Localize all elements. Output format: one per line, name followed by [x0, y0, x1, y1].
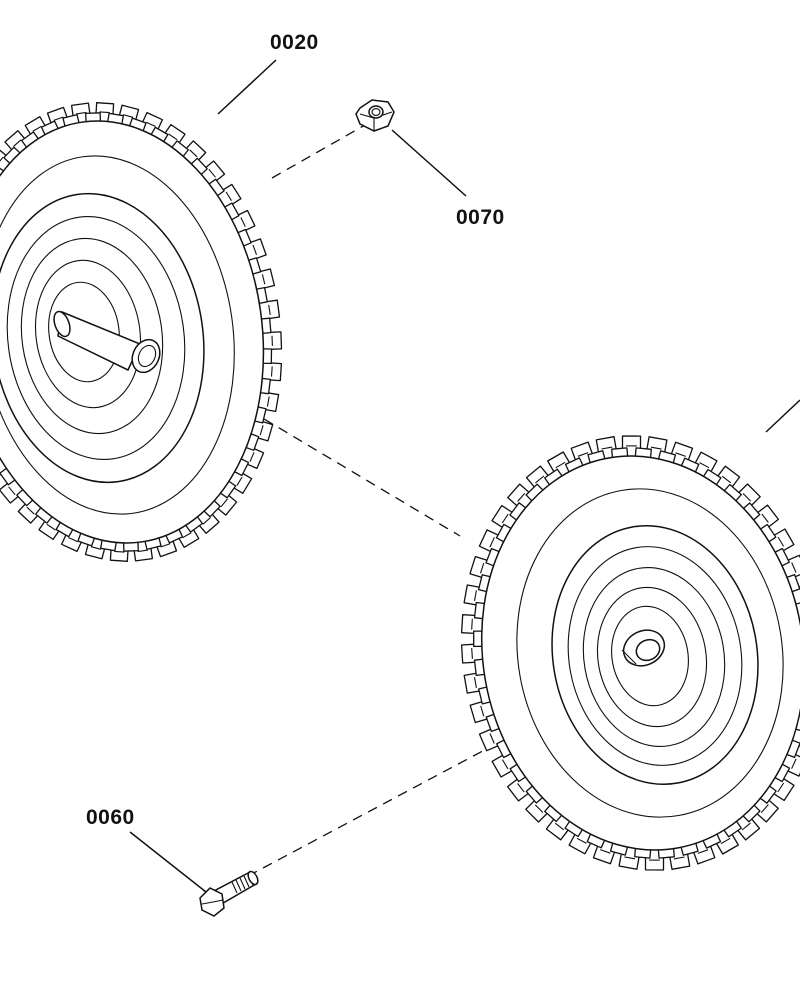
wheel-assembly-upper	[0, 102, 283, 562]
tread-lug-edge	[480, 705, 485, 717]
tread-lug-edge	[555, 461, 566, 469]
tread-lug-edge	[266, 396, 270, 407]
tire-bead-lower	[516, 488, 784, 818]
callout-0070: 0070	[456, 206, 505, 229]
tread-lug-edge	[721, 475, 732, 484]
leader-0070	[391, 129, 467, 197]
tread-lug-edge	[236, 476, 243, 486]
tread-lug-edge	[160, 543, 171, 548]
tread-lug-edge	[13, 139, 22, 147]
tread-lug-edge	[99, 111, 110, 114]
tread-lug-edge	[760, 804, 769, 813]
rim-upper	[0, 192, 205, 484]
tread-lug-edge	[741, 822, 751, 831]
hub-lower	[622, 629, 666, 667]
tread-lug-edge	[697, 849, 709, 854]
rim-ring-lower-3	[596, 586, 708, 728]
axle-upper	[53, 310, 161, 374]
tread-lug-edge	[261, 274, 266, 285]
hub-bore-lower	[635, 638, 661, 662]
tread-lug-edge	[517, 783, 525, 793]
tread-lug-edge	[182, 532, 192, 539]
tread-lug-edge	[208, 168, 216, 178]
rim-ring-lower-2	[582, 566, 726, 748]
tread-lug-edge	[8, 486, 16, 496]
tread-lug-edge	[473, 677, 477, 688]
leader-lower-wheel	[765, 399, 800, 433]
tread-lug-edge	[90, 546, 102, 550]
tread-lug-edge	[501, 513, 509, 524]
hex-bolt	[199, 870, 259, 917]
tread-lug-edge	[137, 549, 148, 553]
tread-lug-edge	[650, 446, 662, 450]
tread-lug-edge	[777, 782, 785, 793]
rim-ring-upper-3	[34, 259, 142, 409]
tread-lug-edge	[501, 759, 509, 770]
wheel-assembly-lower	[460, 435, 800, 871]
tread-lug-edge	[699, 462, 710, 469]
callout-0060: 0060	[86, 806, 135, 829]
tread-lug-edge	[517, 493, 526, 502]
tread-lug-edge	[53, 116, 64, 121]
tread-lug-edge	[577, 452, 589, 457]
tread-lug-edge	[675, 452, 686, 457]
tread-lug-edge	[32, 125, 42, 132]
tread-lug-edge	[554, 822, 565, 831]
tread-lug-edge	[761, 513, 769, 523]
rim-ring-upper-2	[20, 237, 164, 435]
tread-lug-edge	[535, 475, 545, 484]
tread-lug-edge	[471, 618, 473, 630]
tread-lug-edge	[220, 498, 228, 508]
tread-lug-edge	[473, 590, 477, 601]
rim-ring-lower-4	[611, 605, 689, 707]
tread-lug-edge	[489, 537, 495, 548]
tread-lug-edge	[791, 562, 797, 573]
tread-lug-edge	[68, 537, 78, 543]
tread-lug-edge	[601, 446, 613, 450]
leader-0020	[217, 59, 277, 115]
tread-lug-edge	[791, 758, 797, 769]
tread-lug-edge	[673, 856, 685, 860]
tread-lug-edge	[489, 733, 495, 744]
tread-lug-edge	[471, 647, 473, 659]
tread-lug-edge	[189, 149, 198, 158]
rim-lower	[551, 525, 759, 785]
tread-lug-edge	[122, 114, 134, 118]
tread-lug-edge	[624, 856, 636, 860]
tread-lug-edge	[76, 111, 87, 115]
tread-lug-edge	[26, 506, 35, 515]
tread-lug-edge	[259, 425, 264, 436]
leader-0060	[129, 831, 207, 893]
tread-lug-edge	[202, 517, 211, 525]
tread-lug-edge	[114, 550, 125, 553]
rim-ring-upper	[6, 216, 186, 460]
tread-lug-edge	[720, 837, 731, 845]
tread-lug-edge	[268, 304, 271, 315]
callout-0020: 0020	[270, 31, 319, 54]
nut-alignment-line	[271, 124, 366, 179]
tread-lug-edge	[252, 244, 258, 255]
tread-lug-edge	[240, 217, 246, 227]
hub-edge-lower	[621, 649, 637, 665]
tread-lug-edge	[146, 121, 156, 127]
tread-lug-edge	[270, 366, 273, 377]
rim-ring-lower	[567, 546, 743, 766]
tread-lug-edge	[0, 156, 4, 162]
tread-lug-edge	[479, 562, 485, 574]
tread-lug-edge	[600, 849, 611, 854]
leader-lines	[129, 59, 800, 893]
tread-lug-edge	[777, 536, 785, 547]
tread-lug-edge	[249, 452, 255, 462]
tread-lug-edge	[742, 493, 752, 502]
tread-lug-edge	[46, 523, 56, 531]
tread-lug-edge	[168, 133, 178, 141]
tread-lug-edge	[534, 804, 544, 813]
rim-ring-upper-4	[48, 281, 120, 383]
tire-bead-upper	[0, 155, 235, 515]
hex-nut	[355, 99, 395, 132]
tread-lug-edge	[576, 837, 587, 844]
tread-lug-edge	[225, 191, 232, 201]
